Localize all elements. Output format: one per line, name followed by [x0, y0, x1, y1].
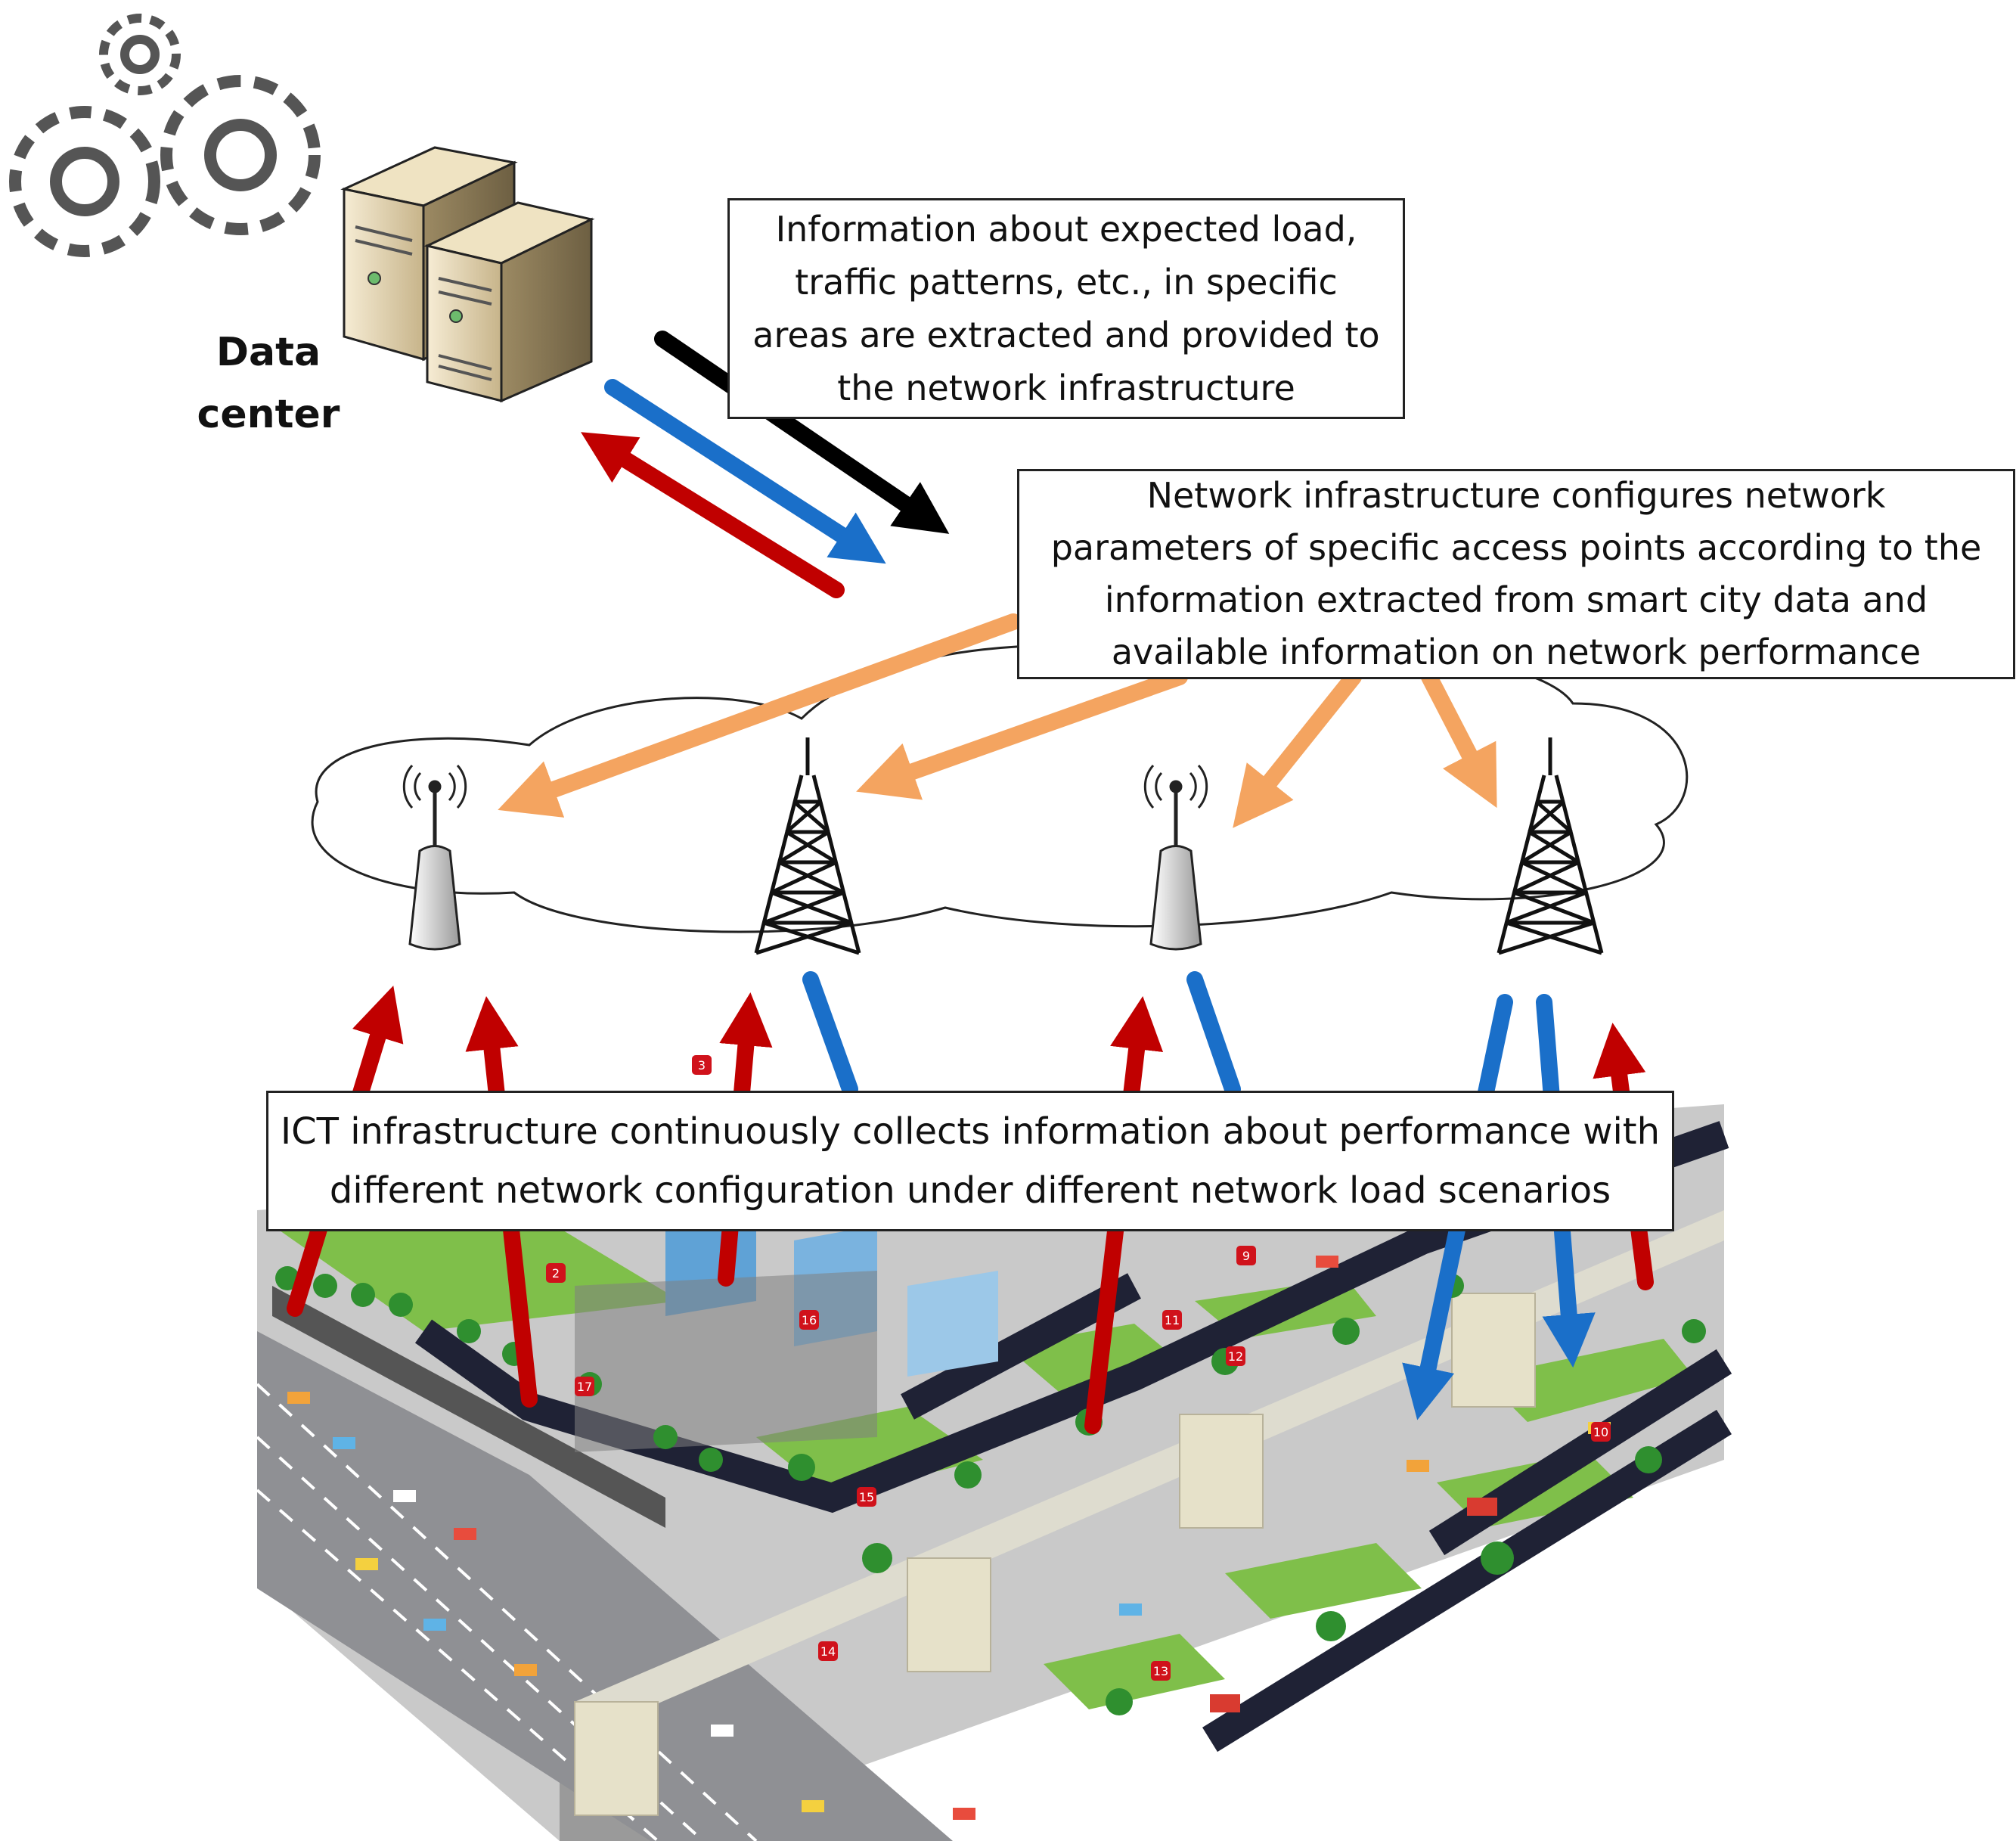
highway-lanes — [256, 1383, 758, 1841]
city-marker-number: 15 — [859, 1490, 874, 1504]
data-center-label: Data center — [197, 330, 340, 437]
city-marker: 11 — [1162, 1310, 1182, 1330]
city-marker: 3 — [692, 1055, 712, 1075]
city-marker: 12 — [1226, 1346, 1245, 1366]
city-marker: 15 — [857, 1487, 876, 1507]
city-marker-number: 11 — [1165, 1313, 1180, 1327]
city-marker-number: 10 — [1593, 1425, 1608, 1439]
city-marker-number: 2 — [552, 1266, 560, 1281]
ict-collection-box: ICT infrastructure continuously collects… — [266, 1091, 1674, 1231]
black-arrow — [654, 331, 950, 534]
city-marker-number: 14 — [820, 1644, 836, 1659]
city-marker-number: 13 — [1153, 1664, 1168, 1678]
city-marker: 17 — [575, 1377, 594, 1396]
city-marker-number: 9 — [1242, 1249, 1250, 1263]
city-marker: 14 — [818, 1641, 838, 1661]
gear-icon — [9, 106, 160, 257]
wifi-signal-icon — [402, 765, 467, 809]
red-arrow-to-datacenter — [581, 432, 845, 598]
configuration-arrows — [498, 613, 1497, 828]
city-markers: 2 3 9 10 11 12 13 14 15 16 17 — [546, 1055, 1611, 1681]
city-marker: 16 — [799, 1310, 819, 1330]
blue-downlink-2 — [1186, 971, 1241, 1097]
wifi-access-point-2 — [1143, 765, 1208, 951]
highway — [257, 1331, 953, 1841]
cars — [287, 1256, 1611, 1820]
orange-arrow-1 — [498, 613, 1022, 818]
ict-collection-text: ICT infrastructure continuously collects… — [280, 1110, 1661, 1212]
city-marker: 13 — [1151, 1661, 1171, 1681]
city-marker-number: 3 — [698, 1058, 706, 1073]
wifi-access-point-1 — [402, 765, 467, 951]
info-extraction-text: Information about expected load, traffic… — [752, 209, 1380, 408]
blue-downlink-1 — [802, 971, 858, 1097]
info-extraction-box: Information about expected load, traffic… — [727, 198, 1405, 419]
noise-wall — [272, 1286, 665, 1528]
smart-city-illustration: 2 3 9 10 11 12 13 14 15 16 17 — [256, 1055, 1732, 1841]
city-marker-number: 12 — [1228, 1349, 1243, 1364]
gear-icon — [160, 75, 321, 235]
city-marker: 10 — [1591, 1422, 1611, 1442]
wifi-signal-icon — [1143, 765, 1208, 809]
orange-arrow-2 — [856, 669, 1188, 800]
server-icon — [340, 146, 518, 362]
city-marker: 2 — [546, 1263, 566, 1283]
orange-arrow-3 — [1233, 669, 1362, 828]
blue-arrow-to-network — [604, 379, 886, 564]
gear-icon — [99, 14, 181, 95]
city-marker-number: 17 — [577, 1380, 592, 1394]
network-cloud — [311, 644, 1689, 933]
network-config-text: Network infrastructure configures networ… — [1050, 475, 1982, 672]
network-config-box: Network infrastructure configures networ… — [1017, 469, 2015, 679]
rail-pillars — [574, 1293, 1536, 1816]
city-marker-number: 16 — [802, 1313, 817, 1327]
server-icon — [423, 201, 595, 403]
trees — [275, 1266, 1706, 1715]
cell-tower-1 — [754, 737, 861, 955]
orange-arrow-4 — [1421, 669, 1497, 809]
city-marker: 9 — [1236, 1246, 1256, 1265]
cell-tower-2 — [1496, 737, 1604, 955]
